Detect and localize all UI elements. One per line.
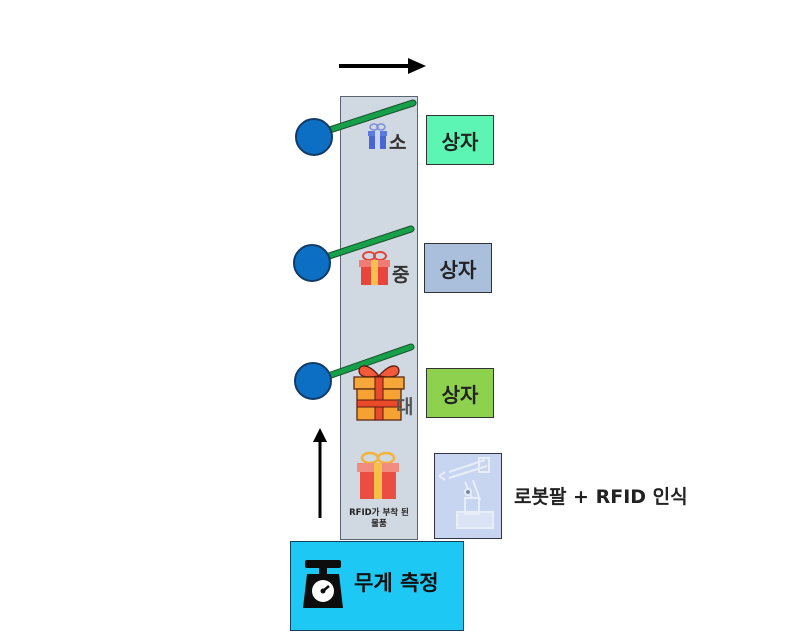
sorter-pivot-small (295, 118, 333, 156)
weighing-scale-label: 무게 측정 (354, 571, 439, 595)
sorter-arm-medium (311, 226, 414, 264)
box-small-label: 상자 (441, 129, 479, 154)
gift-icon (357, 451, 399, 499)
box-large: 상자 (426, 368, 494, 418)
box-medium: 상자 (424, 243, 492, 293)
robot-arm-label: 로봇팔 + RFID 인식 (514, 486, 688, 508)
rfid-caption-line1: RFID가 부착 된 (349, 508, 409, 518)
box-large-label: 상자 (441, 382, 479, 407)
arrow-up-icon (313, 428, 327, 518)
rfid-item-caption: RFID가 부착 된 물품 (342, 508, 416, 530)
gift-icon (368, 123, 387, 149)
weighing-scale-icon (303, 560, 343, 608)
conveyor-belt (340, 96, 418, 540)
sorter-pivot-large (294, 362, 332, 400)
rfid-caption-line2: 물품 (371, 519, 387, 529)
sorter-pivot-medium (293, 244, 331, 282)
box-medium-label: 상자 (439, 257, 477, 282)
size-label-medium: 중 (392, 264, 410, 286)
robot-arm-panel (434, 453, 502, 539)
weighing-scale-panel (290, 541, 464, 631)
arrow-right-icon (339, 58, 426, 74)
gift-icon (353, 365, 405, 421)
box-small: 상자 (426, 115, 494, 165)
gift-icon (359, 251, 390, 285)
size-label-small: 소 (389, 132, 407, 154)
size-label-large: 대 (396, 396, 414, 418)
robot-arm-icon (438, 457, 494, 529)
